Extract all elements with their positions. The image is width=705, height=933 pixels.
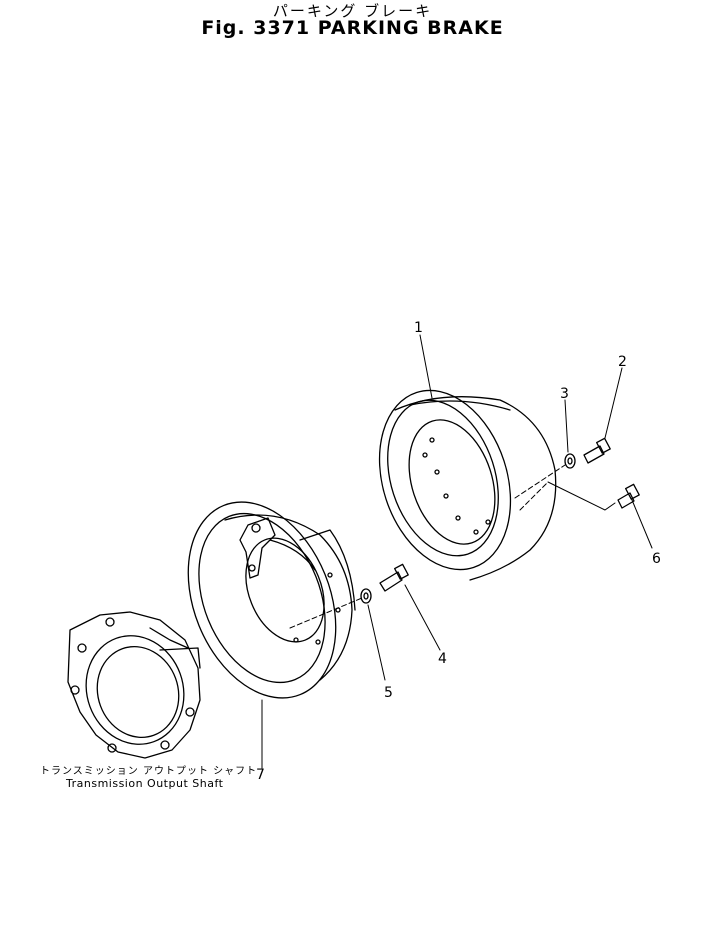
bolt-6 — [617, 483, 640, 509]
bolt-6-path-line — [547, 481, 616, 511]
assembly-axis-lines — [289, 464, 566, 629]
callout-3: 3 — [560, 386, 569, 402]
leader-lines — [261, 334, 653, 769]
transmission-output-shaft — [67, 611, 201, 759]
figure-title: Fig. 3371 PARKING BRAKE — [201, 17, 504, 39]
bolt-4 — [379, 563, 409, 592]
brake-backing-plate — [187, 501, 356, 699]
callout-4: 4 — [438, 651, 447, 667]
figure-title-japanese: パーキング ブレーキ — [272, 2, 433, 20]
callout-7: 7 — [256, 767, 265, 783]
washer-3 — [564, 453, 576, 469]
caption-transmission-output-shaft: Transmission Output Shaft — [66, 777, 224, 790]
callout-6: 6 — [652, 551, 661, 567]
callout-2: 2 — [618, 354, 627, 370]
brake-drum — [378, 389, 557, 581]
callout-1: 1 — [414, 320, 423, 336]
callout-5: 5 — [384, 685, 393, 701]
bolt-2 — [583, 437, 611, 464]
washer-5 — [360, 588, 372, 604]
caption-japanese: トランスミッション アウトプット シャフト — [40, 766, 258, 777]
